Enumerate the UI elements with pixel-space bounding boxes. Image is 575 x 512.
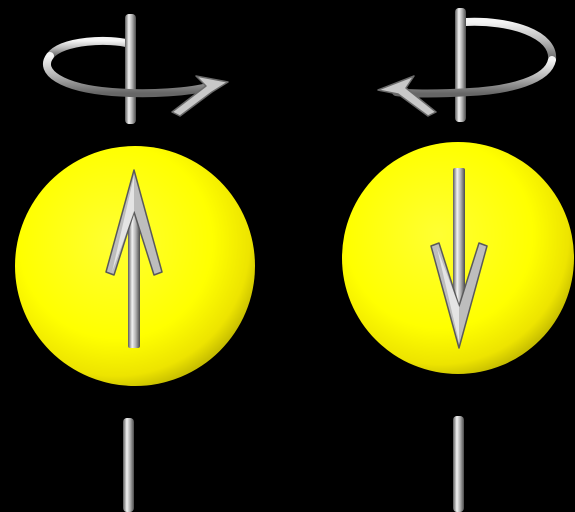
axis-rod-bottom-left [123,418,134,512]
axis-rod-bottom-right [453,416,464,512]
axis-rod-top-left [125,14,136,124]
axis-rod-top-right [455,8,466,122]
